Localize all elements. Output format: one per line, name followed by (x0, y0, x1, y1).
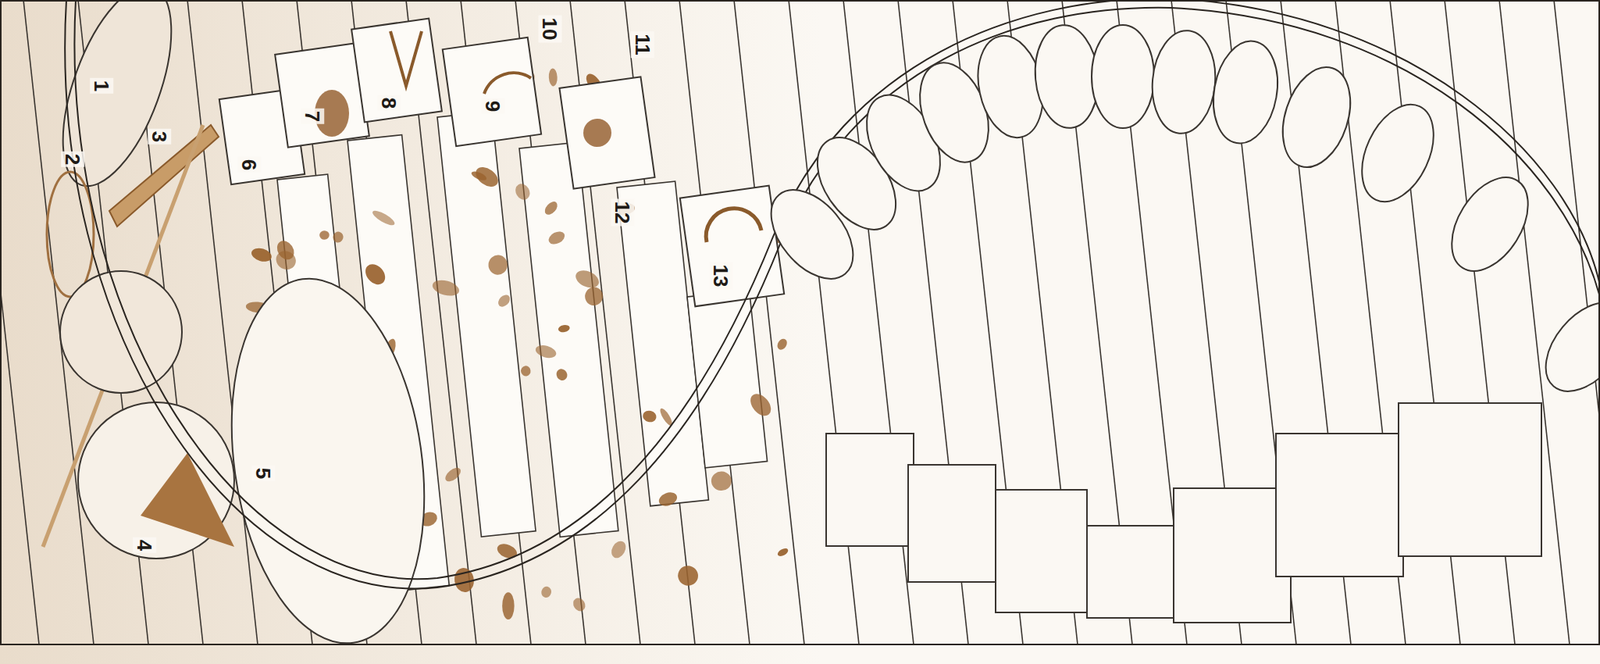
sepia-blob (557, 324, 571, 334)
sepia-blob (542, 199, 560, 218)
sepia-blob (570, 595, 588, 614)
tooth-oval (1529, 287, 1600, 407)
tooth-oval (1271, 58, 1363, 176)
sepia-blob (710, 470, 732, 492)
sepia-blob (540, 584, 553, 599)
callout-number: 5 (251, 465, 275, 482)
callout-number: 3 (147, 128, 172, 145)
lower-rectangle (1275, 433, 1404, 577)
sepia-blob (495, 541, 520, 561)
callout-number: 12 (610, 199, 635, 227)
sepia-blob (656, 489, 679, 509)
stripe-line (788, 0, 859, 645)
stripe-line (843, 0, 914, 645)
tooth-oval (1147, 28, 1219, 136)
lower-rectangle (826, 433, 914, 546)
tooth-oval (1205, 35, 1286, 149)
lower-rectangle (1086, 525, 1175, 618)
sepia-blob (319, 230, 330, 240)
lower-rectangle (1173, 488, 1291, 623)
callout-number: 7 (300, 108, 325, 125)
stripe-lines (0, 0, 1600, 645)
sepia-blob (554, 367, 570, 383)
sepia-blob (534, 342, 558, 360)
tooth-oval (1347, 92, 1448, 213)
sepia-blob (775, 336, 789, 352)
callout-number: 4 (132, 537, 157, 553)
stripe-line (0, 0, 40, 645)
sepia-blob (746, 389, 776, 420)
sepia-blob (674, 562, 702, 589)
sepia-blob (608, 538, 629, 560)
sepia-blob (513, 181, 534, 203)
sepia-blob (331, 230, 346, 244)
frame (0, 0, 1600, 645)
sepia-blob (546, 228, 567, 247)
white-band (687, 290, 768, 468)
callout-number: 13 (709, 262, 733, 290)
sepia-blob (641, 409, 658, 424)
sepia-blob (573, 267, 603, 292)
tooth-ovals (755, 22, 1600, 407)
sepia-blob (520, 364, 532, 377)
lower-rectangle (1398, 402, 1542, 556)
sepia-blob (776, 546, 790, 558)
sepia-blob (472, 163, 503, 191)
sepia-blob (249, 245, 274, 264)
callout-number: 11 (630, 31, 655, 58)
sepia-blob (431, 277, 462, 299)
sepia-blob (502, 591, 514, 620)
callout-number: 8 (377, 95, 401, 111)
callout-number: 10 (538, 15, 562, 43)
sepia-blob (582, 284, 606, 308)
white-band (437, 111, 536, 537)
left-objects (40, 0, 446, 656)
sepia-blob (273, 237, 297, 263)
arch-outline (64, 0, 1600, 589)
white-band (519, 142, 619, 537)
tooth-oval (1436, 163, 1544, 285)
callout-number: 1 (89, 78, 114, 94)
callout-number: 2 (60, 151, 85, 168)
callout-number: 9 (481, 98, 505, 115)
lower-rectangle (995, 489, 1087, 613)
sepia-blob (442, 464, 464, 484)
sepia-blob (495, 292, 513, 310)
lower-rectangle (908, 464, 996, 582)
sepia-blob (487, 254, 508, 276)
sepia-blob (548, 67, 558, 86)
callout-number: 6 (237, 156, 261, 173)
lower-rectangles (826, 402, 1542, 623)
sepia-blob (361, 260, 389, 289)
picture-boxes (219, 18, 784, 307)
sepia-blob (370, 208, 397, 229)
tooth-oval (1091, 24, 1155, 129)
